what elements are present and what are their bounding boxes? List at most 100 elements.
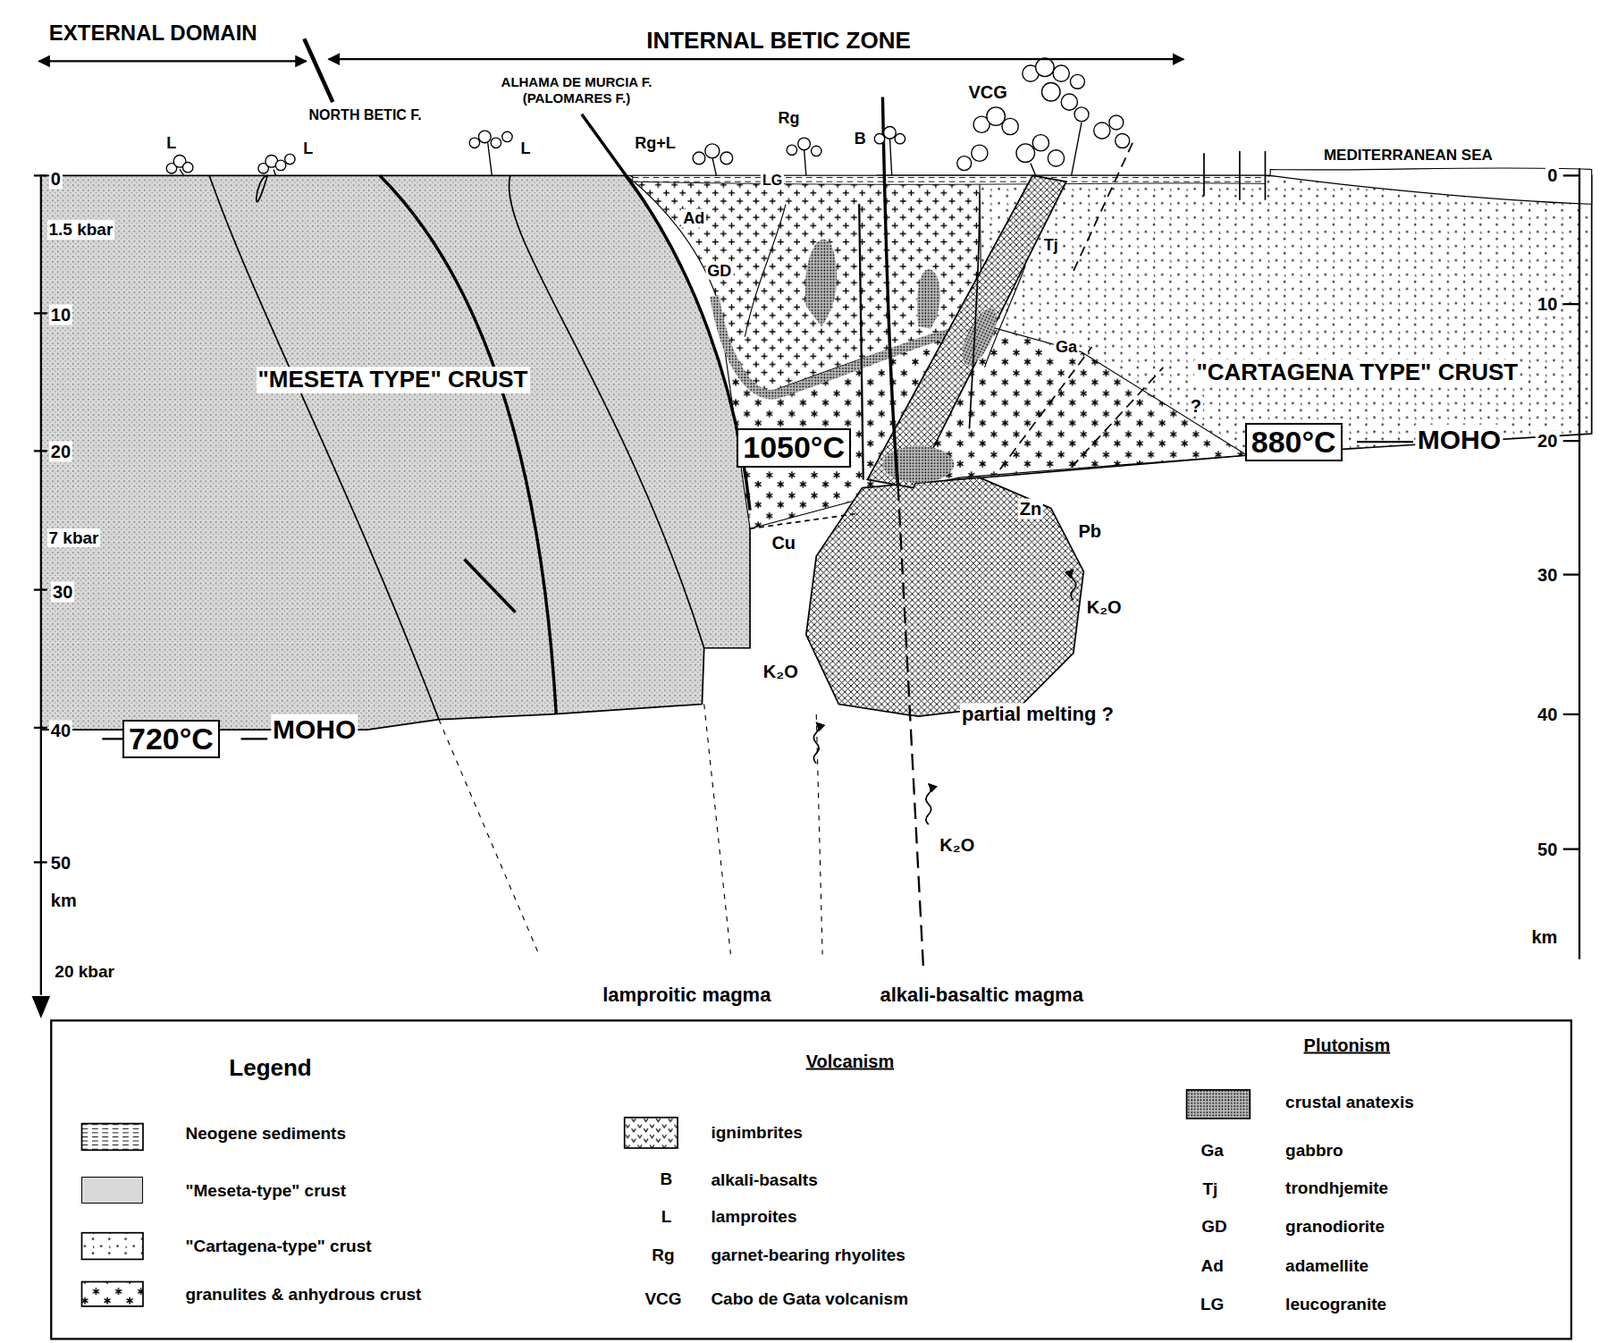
drawing-path — [805, 239, 838, 327]
drawing-circle — [1052, 65, 1070, 82]
drawing-rect — [81, 1281, 143, 1306]
temperature-box: 880°C — [1245, 422, 1343, 462]
drawing-circle — [1041, 82, 1061, 102]
temperature-value: 720°C — [128, 721, 214, 756]
section-label: Tj — [1042, 235, 1061, 255]
section-label: K₂O — [937, 834, 977, 856]
drawing-path — [101, 441, 1414, 739]
drawing-path — [1071, 143, 1133, 276]
section-label: GD — [705, 261, 733, 280]
drawing-circle — [798, 137, 811, 151]
drawing-path — [816, 714, 823, 954]
section-label: L — [518, 138, 532, 158]
drawing-g — [33, 168, 1580, 994]
drawing-path — [464, 558, 516, 612]
drawing-path — [179, 122, 1082, 176]
drawing-path — [328, 58, 1184, 60]
drawing-circle — [1032, 134, 1049, 152]
section-label: Plutonism — [1302, 1034, 1393, 1055]
section-label: Ad — [1199, 1255, 1226, 1276]
section-label: 50 — [1535, 838, 1559, 859]
drawing-path — [256, 175, 269, 202]
section-label: Cu — [769, 532, 798, 554]
drawing-circle — [874, 134, 885, 144]
section-label: VCG — [642, 1288, 683, 1309]
drawing-circle — [811, 145, 822, 156]
drawing-circle — [1047, 150, 1064, 167]
drawing-path — [581, 114, 750, 511]
drawing-path — [33, 175, 48, 862]
drawing-path — [1000, 346, 1093, 470]
drawing-path — [508, 175, 704, 648]
drawing-path — [968, 193, 979, 430]
drawing-circle — [957, 156, 972, 171]
drawing-path — [813, 722, 819, 764]
section-label: 20 kbar — [52, 961, 117, 982]
drawing-circle — [502, 131, 513, 142]
section-label: 0 — [1545, 165, 1559, 186]
legend-text: leucogranite — [1283, 1294, 1389, 1314]
legend-text: "Cartagena-type" crust — [183, 1236, 373, 1256]
drawing-circle — [1094, 122, 1111, 139]
section-label: Rg+L — [632, 133, 678, 152]
drawing-g — [166, 58, 1129, 176]
legend-text: gabbro — [1283, 1140, 1345, 1161]
drawing-path — [209, 175, 439, 719]
section-label: "MESETA TYPE" CRUST — [255, 366, 530, 394]
section-label: 7 kbar — [47, 528, 102, 548]
drawing-circle — [490, 137, 501, 148]
section-label: EXTERNAL DOMAIN — [47, 20, 260, 46]
section-label: Volcanism — [804, 1051, 897, 1072]
section-label: 30 — [50, 581, 75, 603]
drawing-path — [303, 38, 333, 102]
drawing-path — [39, 59, 307, 62]
section-label: L — [659, 1206, 674, 1227]
drawing-circle — [894, 134, 905, 144]
section-label: ? — [1188, 395, 1204, 417]
legend-text: lamproites — [708, 1206, 799, 1227]
drawing-path — [1204, 151, 1265, 201]
drawing-path — [41, 175, 750, 730]
section-label: 50 — [49, 851, 73, 873]
drawing-path — [858, 203, 864, 480]
section-label: km — [1529, 926, 1559, 947]
drawing-rect — [50, 1019, 1572, 1339]
drawing-circle — [705, 143, 720, 159]
drawing-path — [632, 175, 1266, 185]
section-label: L — [164, 133, 178, 152]
temperature-box: 720°C — [122, 719, 220, 758]
legend-text: garnet-bearing rhyolites — [708, 1245, 908, 1265]
section-label: Pb — [1076, 520, 1104, 541]
section-label: Legend — [227, 1054, 313, 1082]
section-label: 30 — [1535, 564, 1559, 585]
section-label: 10 — [1535, 294, 1559, 315]
section-label: lamproitic magma — [600, 983, 773, 1006]
section-label: LG — [760, 172, 784, 189]
section-label: "CARTAGENA TYPE" CRUST — [1194, 359, 1520, 387]
section-label: 1.5 kbar — [47, 219, 116, 240]
drawing-rect — [624, 1117, 678, 1148]
temperature-value: 1050°C — [742, 429, 845, 464]
drawing-circle — [720, 151, 733, 165]
drawing-circle — [1069, 74, 1085, 89]
drawing-circle — [285, 153, 295, 164]
section-label: INTERNAL BETIC ZONE — [644, 27, 913, 55]
drawing-path — [32, 995, 51, 1019]
temperature-value: 880°C — [1251, 424, 1337, 459]
drawing-path — [1070, 569, 1077, 600]
drawing-path — [749, 513, 859, 529]
section-label: B — [852, 129, 868, 149]
drawing-circle — [1109, 115, 1124, 130]
section-label: km — [49, 889, 79, 910]
section-label: K₂O — [761, 661, 800, 683]
legend-text: Neogene sediments — [183, 1123, 348, 1144]
section-label: ALHAMA DE MURCIA F. (PALOMARES F.) — [478, 74, 674, 106]
section-label: 20 — [49, 440, 73, 462]
section-label: 10 — [49, 303, 73, 325]
legend-text: Cabo de Gata volcanism — [708, 1288, 910, 1309]
drawing-circle — [1074, 107, 1089, 122]
drawing-path — [926, 783, 932, 826]
drawing-circle — [1016, 143, 1036, 163]
section-label: Rg — [649, 1245, 676, 1265]
